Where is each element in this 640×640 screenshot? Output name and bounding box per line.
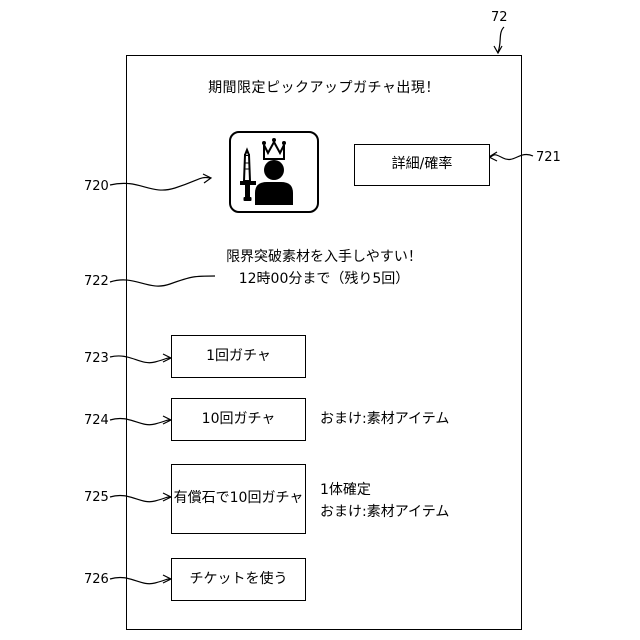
gacha-title: 期間限定ピックアップガチャ出現！	[126, 77, 522, 97]
paid-button-label-line1: 有償石で10回	[174, 488, 262, 510]
ten-gacha-bonus-note: おまけ:素材アイテム	[320, 409, 449, 431]
paid-gem-ten-gacha-button[interactable]: 有償石で10回 ガチャ	[171, 464, 306, 534]
paid-bonus-note: おまけ:素材アイテム	[320, 502, 449, 524]
ten-gacha-button[interactable]: 10回ガチャ	[171, 398, 306, 441]
paid-guarantee-note: 1体確定	[320, 480, 371, 502]
single-gacha-button[interactable]: 1回ガチャ	[171, 335, 306, 378]
paid-button-label-line2: ガチャ	[261, 488, 303, 510]
info-line-2: 12時00分まで（残り5回）	[126, 268, 522, 288]
arrowhead-72	[494, 46, 502, 53]
details-odds-button[interactable]: 詳細/確率	[354, 144, 490, 186]
use-ticket-button[interactable]: チケットを使う	[171, 558, 306, 601]
character-image[interactable]	[229, 131, 319, 213]
king-with-sword-icon	[231, 133, 317, 211]
info-line-1: 限界突破素材を入手しやすい！	[126, 246, 522, 266]
